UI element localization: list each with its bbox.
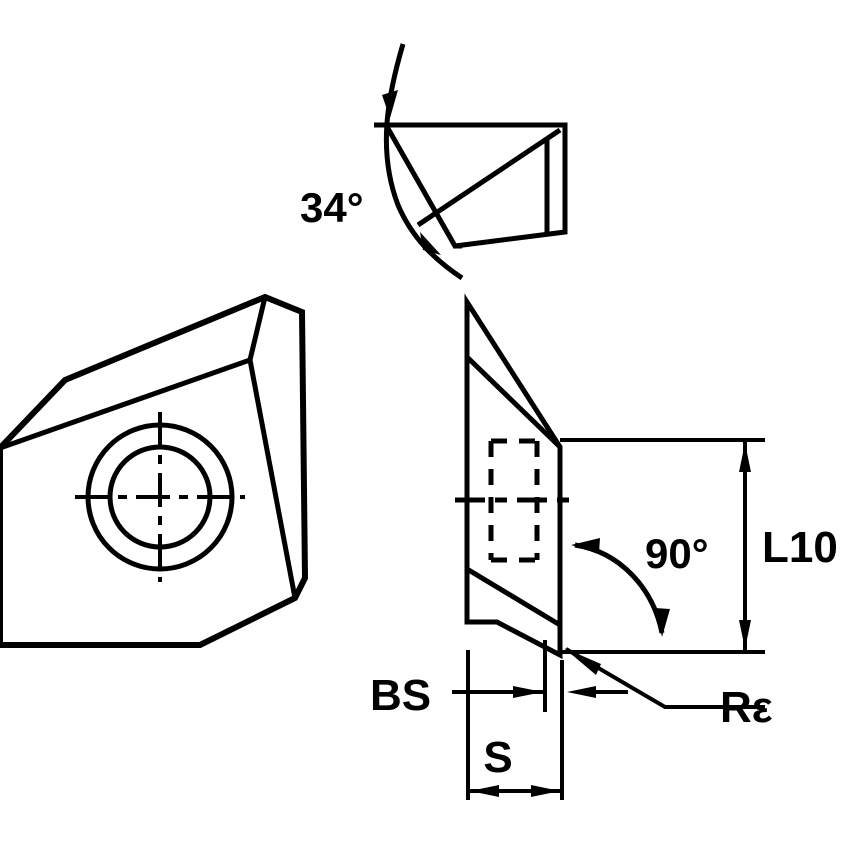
iso-body-outline <box>0 293 309 648</box>
s-arrow-left <box>470 785 499 797</box>
l10-label: L10 <box>762 523 838 572</box>
dimension-angle-90: 90° <box>571 530 709 637</box>
dimension-corner-radius: Rε <box>564 647 773 732</box>
top-view-outline <box>381 122 568 249</box>
dimension-l10: L10 <box>560 438 838 654</box>
top-view-group: 34° <box>300 43 568 281</box>
corner-radius-label: Rε <box>720 683 773 732</box>
top-view-chamfer-edge <box>416 127 562 228</box>
l10-arrow-top <box>739 443 751 472</box>
bs-label: BS <box>370 671 431 720</box>
bs-arrow-right <box>513 686 543 698</box>
angle-arc-90-arrow-bottom <box>655 608 670 637</box>
iso-right-face-edge <box>247 359 298 599</box>
l10-arrow-bottom <box>739 620 751 649</box>
angle-34-label: 34° <box>300 184 364 231</box>
front-view-group: L10 90° Rε <box>370 293 838 800</box>
angle-arc-34-arrow-top <box>382 90 398 118</box>
s-arrow-right <box>531 785 560 797</box>
angle-arc-34 <box>383 43 464 281</box>
angle-90-label: 90° <box>645 530 709 577</box>
front-view-top-chamfer <box>465 355 562 449</box>
front-view-bottom-chamfer <box>465 566 562 628</box>
front-view-outline <box>464 293 563 660</box>
angle-arc-90-arrow-left <box>571 538 600 553</box>
isometric-view-group <box>0 293 309 648</box>
re-leader-arrow <box>564 648 601 675</box>
bs-arrow-outer <box>567 686 596 698</box>
dimension-s: S <box>466 660 564 800</box>
angle-arc-34-arrow-bottom <box>420 232 441 255</box>
s-label: S <box>483 733 512 782</box>
